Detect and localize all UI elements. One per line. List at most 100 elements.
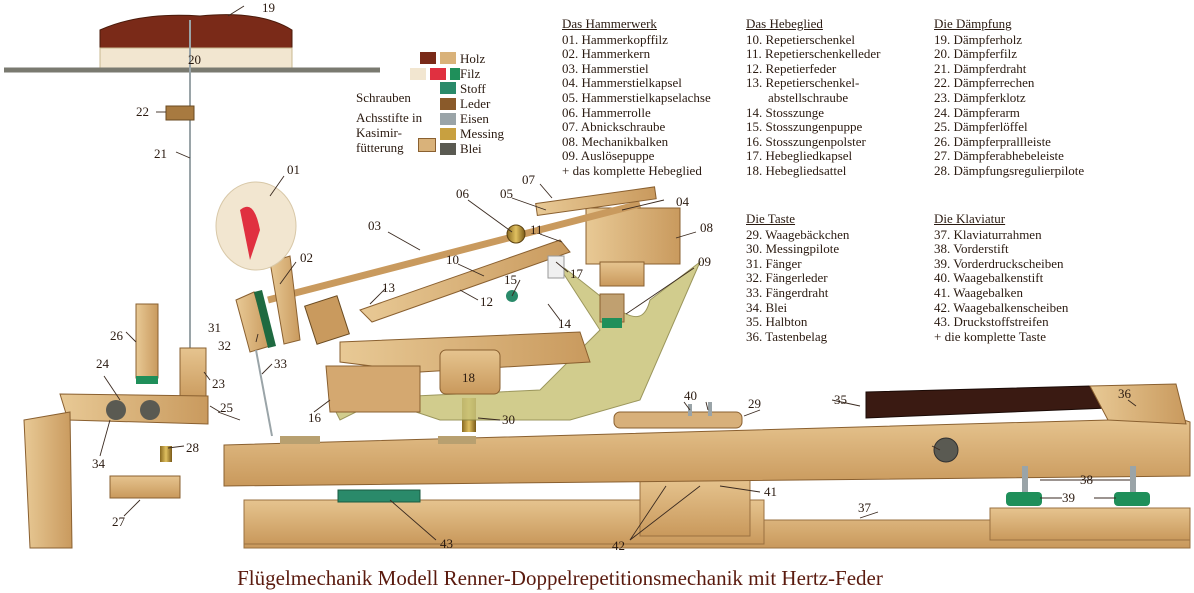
legend-item: + die komplette Taste bbox=[934, 328, 1046, 344]
legend-item: 34. Blei bbox=[746, 299, 788, 315]
legend-item: 43. Druckstoffstreifen bbox=[934, 314, 1049, 330]
callout-07: 07 bbox=[522, 172, 536, 187]
material-filz: Filz bbox=[460, 66, 481, 81]
legend-item: 14. Stosszunge bbox=[746, 104, 824, 120]
legend-title: Die Dämpfung bbox=[934, 16, 1012, 31]
legend-item: 21. Dämpferdraht bbox=[934, 60, 1027, 76]
callout-38: 38 bbox=[1080, 472, 1093, 487]
legend-item: 40. Waagebalkenstift bbox=[934, 270, 1044, 286]
filz-swatch-green bbox=[450, 68, 460, 80]
legend-item: 32. Fängerleder bbox=[746, 270, 828, 286]
callout-33: 33 bbox=[274, 356, 287, 371]
legend-item: 17. Hebegliedkapsel bbox=[746, 148, 853, 164]
callout-36: 36 bbox=[1118, 386, 1132, 401]
material-eisen: Eisen bbox=[460, 111, 489, 126]
material-holz: Holz bbox=[460, 51, 486, 66]
legend-item: 25. Dämpferlöffel bbox=[934, 119, 1028, 135]
callout-20: 20 bbox=[188, 52, 201, 67]
legend-item: 09. Auslösepuppe bbox=[562, 148, 655, 164]
keyboard-frame bbox=[243, 477, 1191, 549]
legend-item: 23. Dämpferklotz bbox=[934, 89, 1026, 105]
legend-item: 42. Waagebalkenscheiben bbox=[934, 299, 1069, 315]
callout-37: 37 bbox=[858, 500, 872, 515]
legend-item: 41. Waagebalken bbox=[934, 284, 1023, 300]
legend-item: 02. Hammerkern bbox=[562, 46, 651, 62]
callout-19: 19 bbox=[262, 0, 275, 15]
legend-item: 20. Dämpferfilz bbox=[934, 46, 1018, 62]
callout-04: 04 bbox=[676, 194, 690, 209]
legend-item: 38. Vorderstift bbox=[934, 241, 1009, 257]
legend-item: 01. Hammerkopffilz bbox=[562, 31, 668, 47]
callout-42: 42 bbox=[612, 538, 625, 553]
legend-title: Das Hammerwerk bbox=[562, 16, 657, 31]
holz-swatch-dark bbox=[420, 52, 436, 64]
legend-item: 22. Dämpferrechen bbox=[934, 75, 1035, 91]
axle-swatch bbox=[418, 138, 436, 152]
legend-item: 16. Stosszungenpolster bbox=[746, 133, 866, 149]
legend-item: 04. Hammerstielkapsel bbox=[562, 75, 682, 91]
damper-system bbox=[4, 14, 380, 549]
callout-26: 26 bbox=[110, 328, 124, 343]
legend-hammerwerk: Das Hammerwerk 01. Hammerkopffilz 02. Ha… bbox=[562, 16, 711, 179]
action-frame bbox=[329, 207, 702, 421]
callout-leaders bbox=[99, 5, 1137, 541]
legend-item: 08. Mechanikbalken bbox=[562, 133, 669, 149]
eisen-swatch bbox=[440, 113, 456, 125]
legend-item: 03. Hammerstiel bbox=[562, 60, 649, 76]
stoff-swatch bbox=[440, 82, 456, 94]
callout-40: 40 bbox=[684, 388, 697, 403]
callout-14: 14 bbox=[558, 316, 572, 331]
filz-swatch-red bbox=[430, 68, 446, 80]
callout-17: 17 bbox=[570, 266, 584, 281]
legend-item: 13. Repetierschenkel- bbox=[746, 75, 860, 91]
callout-35: 35 bbox=[834, 392, 847, 407]
callout-25: 25 bbox=[220, 400, 233, 415]
callout-27: 27 bbox=[112, 514, 126, 529]
legend-item: 30. Messingpilote bbox=[746, 241, 840, 257]
filz-swatch-white bbox=[410, 68, 426, 80]
messing-swatch bbox=[440, 128, 456, 140]
legend-item: 10. Repetierschenkel bbox=[746, 31, 856, 47]
legend-title: Das Hebeglied bbox=[746, 16, 823, 31]
callout-24: 24 bbox=[96, 356, 110, 371]
legend-item: 12. Repetierfeder bbox=[746, 60, 837, 76]
legend-item: 15. Stosszungenpuppe bbox=[746, 119, 863, 135]
legend-item: 37. Klaviaturrahmen bbox=[934, 226, 1042, 242]
material-messing: Messing bbox=[460, 126, 505, 141]
blei-swatch bbox=[440, 143, 456, 155]
legend-item: 29. Waagebäckchen bbox=[746, 226, 850, 242]
axle-legend-label: Achsstifte in Kasimir-fütterung bbox=[356, 110, 423, 155]
callout-18: 18 bbox=[462, 370, 475, 385]
material-blei: Blei bbox=[460, 141, 482, 156]
legend-item: 18. Hebegliedsattel bbox=[746, 162, 847, 178]
callout-01: 01 bbox=[287, 162, 300, 177]
callout-15: 15 bbox=[504, 272, 517, 287]
legend-daempfung: Die Dämpfung 19. Dämpferholz 20. Dämpfer… bbox=[934, 16, 1084, 179]
callout-10: 10 bbox=[446, 252, 459, 267]
callout-30: 30 bbox=[502, 412, 515, 427]
callout-23: 23 bbox=[212, 376, 225, 391]
callout-22: 22 bbox=[136, 104, 149, 119]
repetition-assembly bbox=[304, 239, 591, 413]
legend-title: Die Taste bbox=[746, 211, 796, 226]
legend-item: 36. Tastenbelag bbox=[746, 328, 828, 344]
callout-21: 21 bbox=[154, 146, 167, 161]
legend-item: 07. Abnickschraube bbox=[562, 119, 666, 135]
legend-item: 05. Hammerstielkapselachse bbox=[562, 89, 711, 105]
legend-item: + das komplette Hebeglied bbox=[562, 162, 702, 178]
legend-item: 26. Dämpferprallleiste bbox=[934, 133, 1051, 149]
holz-swatch-light bbox=[440, 52, 456, 64]
callout-31: 31 bbox=[208, 320, 221, 335]
callout-12: 12 bbox=[480, 294, 493, 309]
legend-item: 27. Dämpferabhebeleiste bbox=[934, 148, 1064, 164]
legend-taste: Die Taste 29. Waagebäckchen 30. Messingp… bbox=[746, 211, 850, 344]
diagram-caption: Flügelmechanik Modell Renner-Doppelrepet… bbox=[237, 566, 883, 590]
callout-11: 11 bbox=[530, 222, 543, 237]
catcher bbox=[235, 290, 276, 437]
legend-item: 39. Vorderdruckscheiben bbox=[934, 255, 1064, 271]
callout-28: 28 bbox=[186, 440, 199, 455]
legend-item: 33. Fängerdraht bbox=[746, 284, 829, 300]
leder-swatch bbox=[440, 98, 456, 110]
legend-hebeglied: Das Hebeglied 10. Repetierschenkel 11. R… bbox=[746, 16, 881, 179]
front-pins bbox=[1006, 466, 1150, 506]
